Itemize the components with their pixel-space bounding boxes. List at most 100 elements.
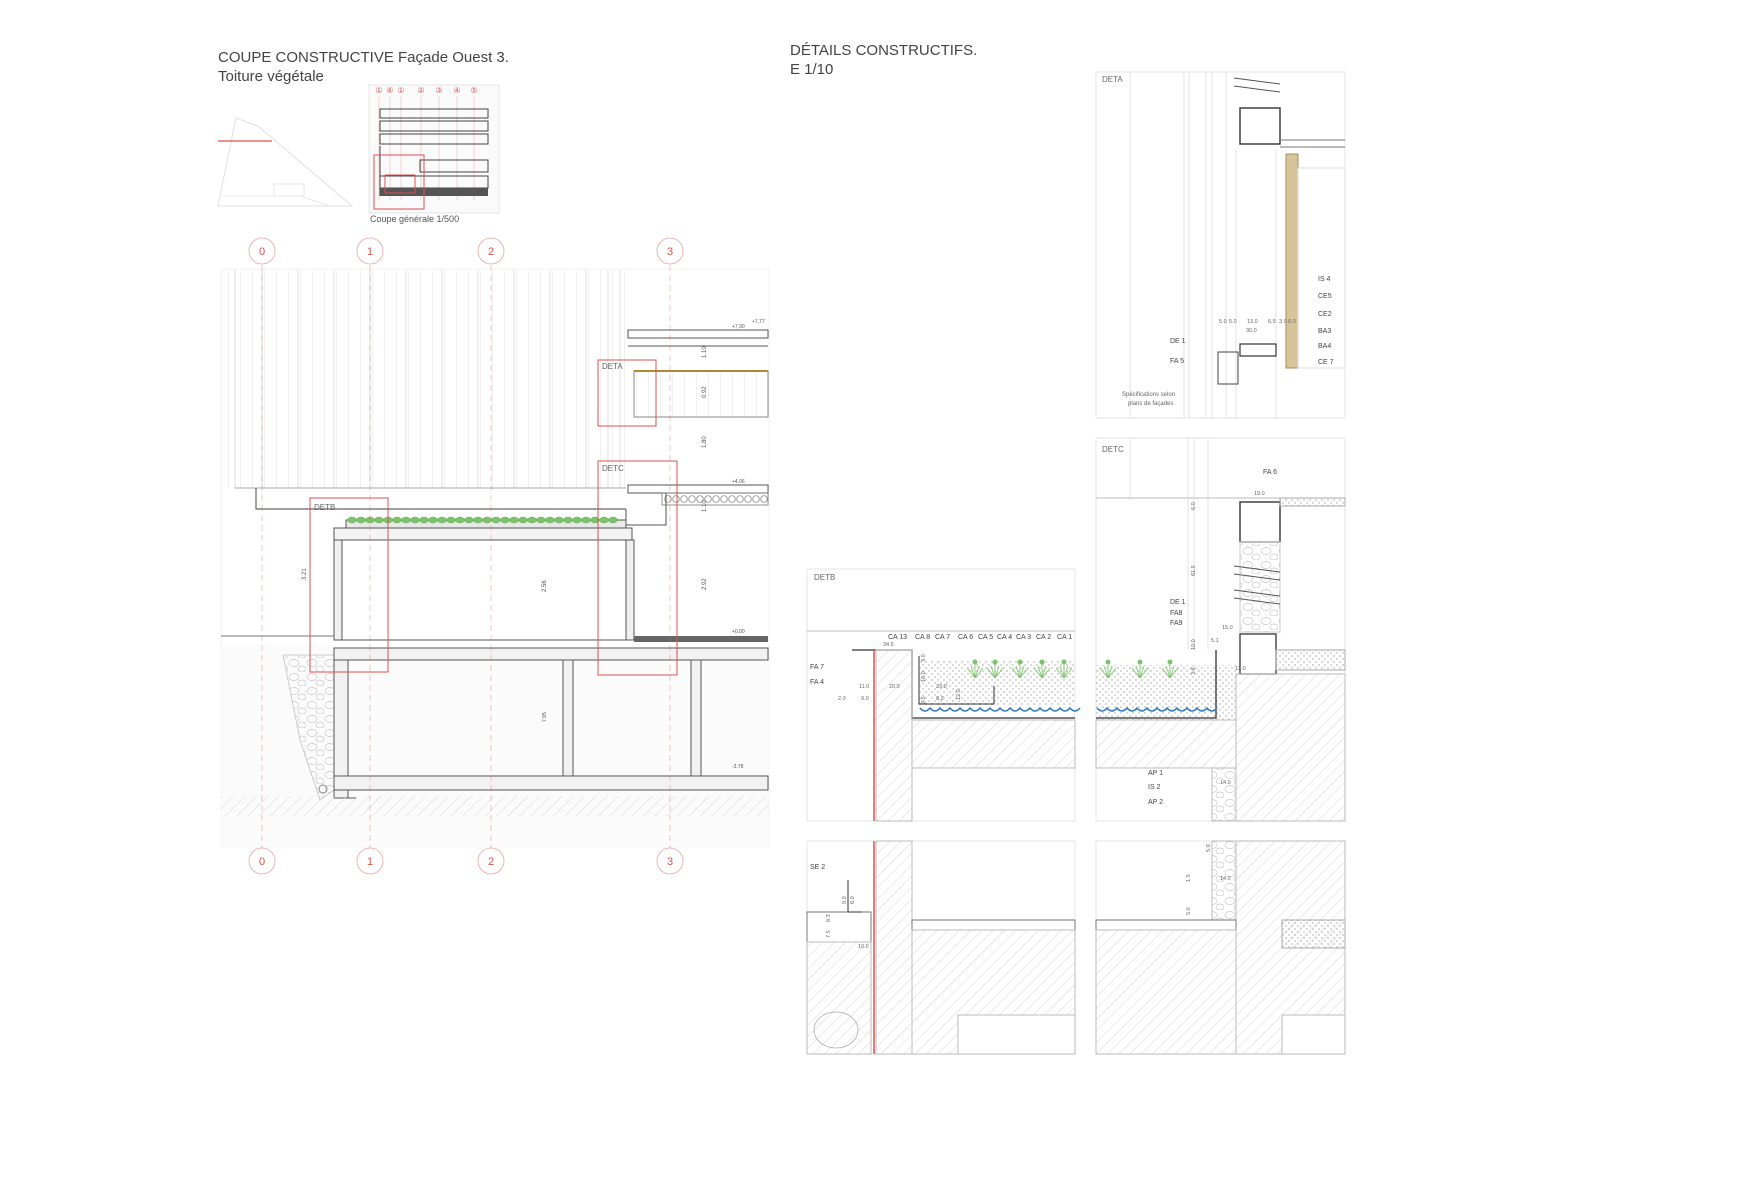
axis-label-0-bottom: 0 <box>259 856 265 868</box>
detail-b-label-fa7: FA 7 <box>810 664 824 671</box>
plant-stem <box>1169 667 1179 679</box>
plant-stem <box>1063 665 1069 679</box>
detail-c-label-fa8: FA8 <box>1170 610 1183 617</box>
detail-e-dim-2: 14.0 <box>1220 876 1231 882</box>
slab-void <box>664 495 672 503</box>
key-axis-mark: ⑤ <box>470 86 477 95</box>
detail-c-dim-5: 3.8 <box>1191 667 1197 675</box>
key-axis-mark: ⑥ <box>386 86 393 95</box>
plant-stem <box>1019 665 1025 679</box>
detail-b-dim-3: 2.0 <box>838 696 846 702</box>
detail-b-dim-1: 11.0 <box>859 684 869 690</box>
axis-bubble-3-top <box>656 237 684 265</box>
detail-d-label-se2: SE 2 <box>810 864 825 871</box>
dim-basement: 7.95 <box>542 712 548 722</box>
detail-c-dim-6: 12.0 <box>1235 666 1246 672</box>
plant <box>392 516 402 524</box>
axis-bubble-2-top <box>477 237 505 265</box>
key-section-caption: Coupe générale 1/500 <box>370 214 459 224</box>
plant-stem <box>1055 667 1065 679</box>
detail-e-dim-1: 1.5 <box>1186 874 1192 882</box>
plant-stem <box>1059 665 1065 679</box>
axis-bubble-3-bottom <box>656 847 684 875</box>
tag-deta-main: DETA <box>602 362 623 371</box>
detail-b-dim-8: 3.0 <box>921 654 927 662</box>
detail-c-label-fa9: FA9 <box>1170 620 1183 627</box>
plant <box>419 516 429 524</box>
detail-d-dim-0: 8.3 <box>826 914 832 922</box>
detail-b-layer-label: CA 13 <box>888 634 907 641</box>
axis-bubble-0-bottom <box>248 847 276 875</box>
detail-a-layer-ba3: BA3 <box>1318 328 1331 335</box>
axis-bubble-2-bottom <box>477 847 505 875</box>
plant-stem <box>1015 665 1021 679</box>
plant-leaf <box>1017 659 1023 665</box>
plant-stem <box>1107 665 1113 679</box>
plant-stem <box>994 667 1004 679</box>
detail-b-layer-label: CA 6 <box>958 634 973 641</box>
key-axis-mark: ① <box>397 86 404 95</box>
detail-b-dim-6: 8.2 <box>936 696 944 702</box>
plant-stem <box>1165 665 1171 679</box>
detail-a-layer-is4: IS 4 <box>1318 276 1331 283</box>
slab-void <box>728 495 736 503</box>
detail-a-dim-2: 13.0 <box>1247 319 1258 325</box>
plant <box>527 516 537 524</box>
left-title: COUPE CONSTRUCTIVE Façade Ouest 3. Toitu… <box>218 48 509 86</box>
detail-d-dim-2: 6.0 <box>850 896 856 904</box>
plant <box>374 516 384 524</box>
axis-label-1-bottom: 1 <box>367 856 373 868</box>
left-title-line1: COUPE CONSTRUCTIVE Façade Ouest 3. <box>218 49 509 66</box>
plant-stem <box>1131 667 1141 679</box>
plant <box>608 516 618 524</box>
detail-c-dim-0: 19.0 <box>1254 491 1265 497</box>
detail-b-layer-label: CA 3 <box>1016 634 1031 641</box>
axis-label-2-bottom: 2 <box>488 856 494 868</box>
slab-void <box>680 495 688 503</box>
tag-detb-main: DETB <box>314 503 335 512</box>
level-2: +7,77 <box>752 319 765 325</box>
right-title: DÉTAILS CONSTRUCTIFS. E 1/10 <box>790 41 977 79</box>
detail-a-dim-5: 6.0 <box>1288 319 1296 325</box>
left-title-line2: Toiture végétale <box>218 68 324 85</box>
plant <box>599 516 609 524</box>
detail-c-vegetation <box>1099 659 1179 679</box>
plant-leaf <box>972 659 978 665</box>
plant <box>545 516 555 524</box>
detail-b-dim-4: 20.0 <box>889 684 900 690</box>
plant-stem <box>1135 665 1141 679</box>
plant-stem <box>1011 667 1021 679</box>
drainage-layer <box>1096 706 1218 712</box>
detail-c-label-ap2: AP 2 <box>1148 799 1163 806</box>
detail-b-label-fa4: FA 4 <box>810 679 824 686</box>
detail-c-dim-8: 14.0 <box>1220 780 1231 786</box>
dim-level-bottom: -3.78 <box>732 764 744 770</box>
plant <box>518 516 528 524</box>
level-4: +0,00 <box>732 629 745 635</box>
plant-leaf <box>1039 659 1045 665</box>
detail-c-label-is2: IS 2 <box>1148 784 1161 791</box>
plant-stem <box>1041 665 1047 679</box>
detail-e: 5.0 1.5 14.0 5.0 <box>1095 840 1346 1055</box>
plant-stem <box>986 667 996 679</box>
plant <box>473 516 483 524</box>
detail-b-dim-0: 34.5 <box>883 642 894 648</box>
detail-a-label-fa5: FA 5 <box>1170 358 1184 365</box>
plant <box>410 516 420 524</box>
detail-a-dim-total: 30.0 <box>1246 328 1257 334</box>
detail-c-label-de1: DE 1 <box>1170 599 1186 606</box>
slab-void <box>744 495 752 503</box>
detail-a-dim-0: 5.0 <box>1219 319 1227 325</box>
plant <box>509 516 519 524</box>
plant <box>581 516 591 524</box>
key-axis-mark: ③ <box>435 86 442 95</box>
plant-leaf <box>1137 659 1143 665</box>
detail-b-layer-label: CA 8 <box>915 634 930 641</box>
axis-label-3-bottom: 3 <box>667 856 673 868</box>
plant-stem <box>970 665 976 679</box>
plant-stem <box>1099 667 1109 679</box>
detail-a-note-2: plans de façades <box>1128 401 1173 407</box>
detail-b-dim-10: 2.5 <box>921 696 927 704</box>
detail-c-dim-7: 5.1 <box>1211 638 1219 644</box>
